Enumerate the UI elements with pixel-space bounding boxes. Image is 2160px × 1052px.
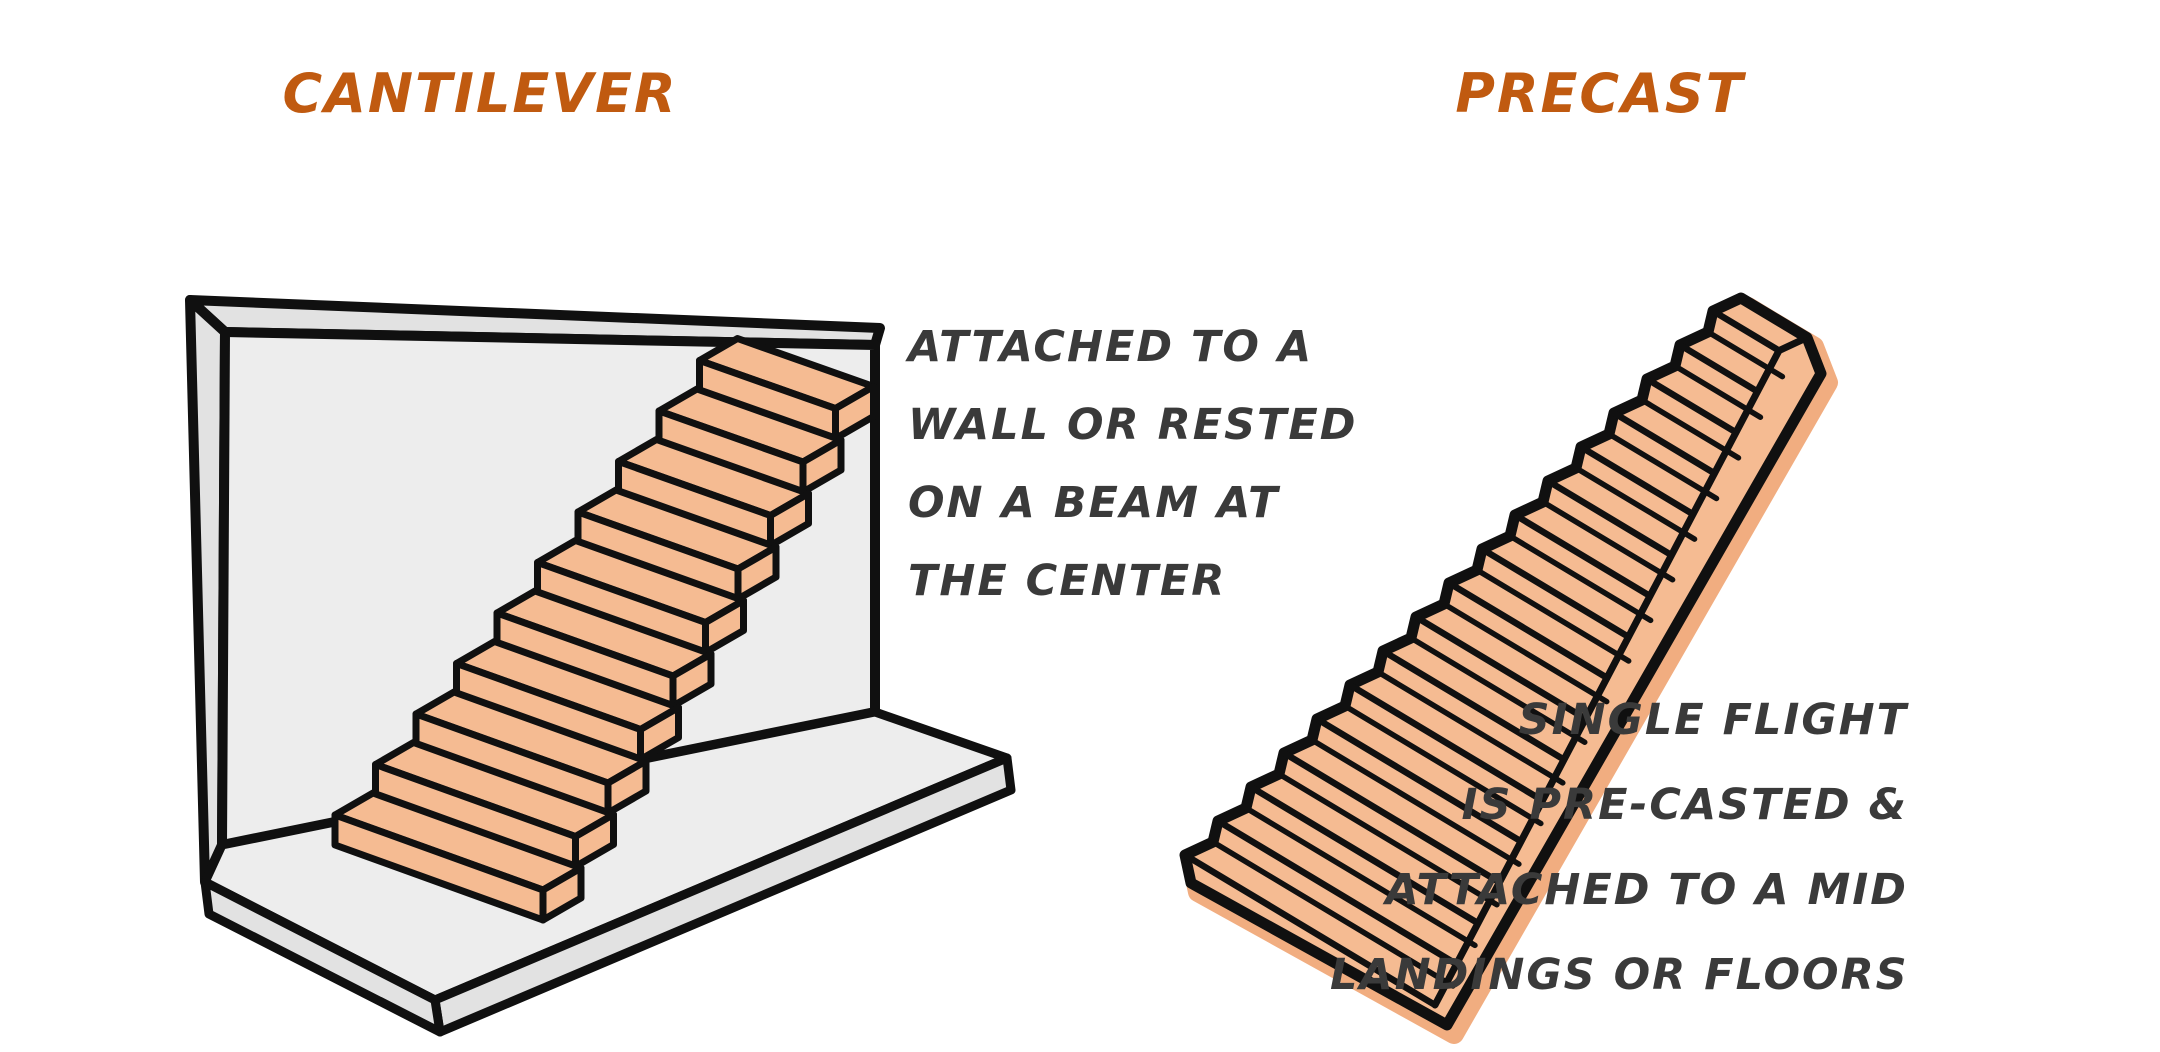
precast-description: SINGLE FLIGHT IS PRE-CASTED & ATTACHED T… <box>1330 678 1908 1018</box>
cantilever-description: ATTACHED TO A WALL OR RESTED ON A BEAM A… <box>908 308 1357 620</box>
description-line: ATTACHED TO A <box>908 322 1314 372</box>
description-line: LANDINGS OR FLOORS <box>1330 950 1909 1000</box>
cantilever-title: CANTILEVER <box>282 62 678 125</box>
precast-title: PRECAST <box>1455 62 1745 125</box>
description-line: WALL OR RESTED <box>908 400 1358 450</box>
description-line: THE CENTER <box>908 556 1227 606</box>
description-line: ATTACHED TO A MID <box>1385 865 1908 915</box>
description-line: IS PRE-CASTED & <box>1461 780 1908 830</box>
precast-illustration <box>1179 292 1838 1044</box>
description-line: SINGLE FLIGHT <box>1518 695 1908 745</box>
cantilever-illustration <box>185 295 1016 1037</box>
description-line: ON A BEAM AT <box>908 478 1280 528</box>
